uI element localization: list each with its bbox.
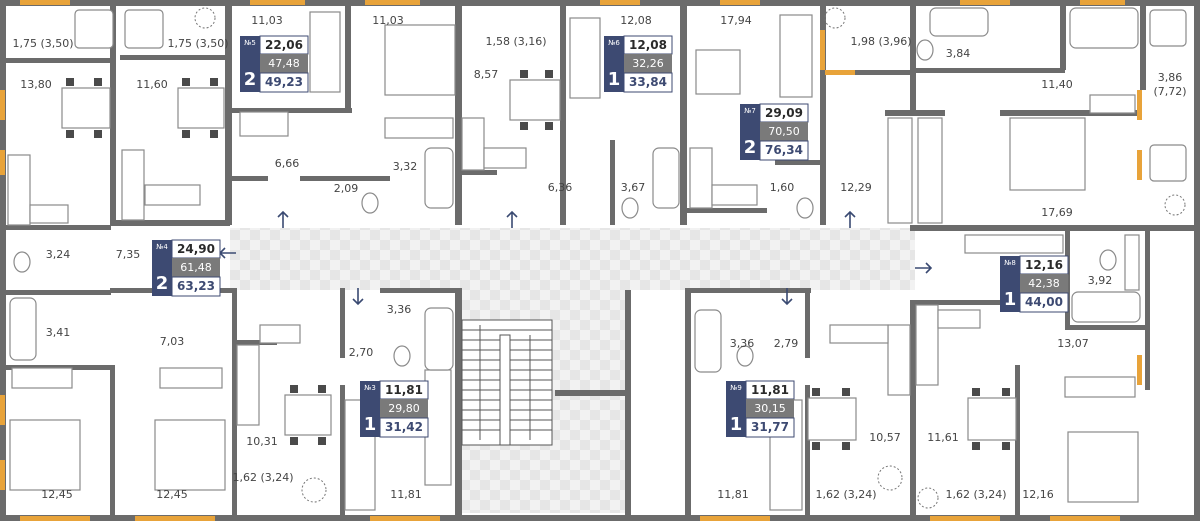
room-r05: 1,58 (3,16) <box>485 35 546 48</box>
apartment-price: 76,34 <box>765 143 803 157</box>
apartment-number: №3 <box>364 384 376 392</box>
room-r12: 13,80 <box>20 78 52 91</box>
room-r29: 3,36 <box>730 337 755 350</box>
apartment-price: 49,23 <box>265 75 303 89</box>
apartment-rooms: 1 <box>608 69 621 90</box>
apartment-price: 31,42 <box>385 420 423 434</box>
apartment-total-area: 30,15 <box>754 402 786 415</box>
room-r24: 3,24 <box>46 248 71 261</box>
room-r01: 1,75 (3,50) <box>12 37 73 50</box>
windows <box>0 0 1142 521</box>
room-r17: 3,32 <box>393 160 418 173</box>
apartment-rooms: 2 <box>156 273 169 294</box>
staircase <box>461 319 553 446</box>
apartment-total-area: 29,80 <box>388 402 420 415</box>
room-r33: 13,07 <box>1057 337 1089 350</box>
apartment-total-area: 70,50 <box>768 125 800 138</box>
room-r25: 7,35 <box>116 248 141 261</box>
room-r21: 1,60 <box>770 181 795 194</box>
room-r16: 6,66 <box>275 157 300 170</box>
apartment-badge-6[interactable]: №6 1 12,08 32,26 33,84 <box>604 35 673 93</box>
room-r09: 3,84 <box>946 47 971 60</box>
room-r40: 12,45 <box>41 488 73 501</box>
room-r15: 11,40 <box>1041 78 1073 91</box>
apartment-price: 33,84 <box>629 75 667 89</box>
apartment-living-area: 29,09 <box>765 106 803 120</box>
apartment-badge-8[interactable]: №8 1 12,16 42,38 44,00 <box>1000 255 1069 313</box>
room-r44: 12,16 <box>1022 488 1054 501</box>
apartment-living-area: 11,81 <box>385 383 423 397</box>
apartment-badge-7[interactable]: №7 2 29,09 70,50 76,34 <box>740 103 809 161</box>
apartment-badge-5[interactable]: №5 2 22,06 47,48 49,23 <box>240 35 309 93</box>
apartment-badge-3[interactable]: №3 1 11,81 29,80 31,42 <box>360 380 429 438</box>
room-r14: 8,57 <box>474 68 499 81</box>
room-r06: 12,08 <box>620 14 652 27</box>
room-r22: 12,29 <box>840 181 872 194</box>
room-r13: 11,60 <box>136 78 168 91</box>
apartment-total-area: 47,48 <box>268 57 300 70</box>
apartment-number: №5 <box>244 39 256 47</box>
room-r26: 3,92 <box>1088 274 1113 287</box>
room-r03: 11,03 <box>251 14 283 27</box>
apartment-living-area: 12,08 <box>629 38 667 52</box>
room-r28: 3,36 <box>387 303 412 316</box>
apartment-number: №7 <box>744 107 756 115</box>
room-r34: 10,31 <box>246 435 278 448</box>
apartment-living-area: 24,90 <box>177 242 215 256</box>
room-r41: 12,45 <box>156 488 188 501</box>
room-r07: 17,94 <box>720 14 752 27</box>
room-r43: 11,81 <box>717 488 749 501</box>
room-labels: 1,75 (3,50) 1,75 (3,50) 11,03 11,03 1,58… <box>12 14 1186 501</box>
apartment-living-area: 11,81 <box>751 383 789 397</box>
apartment-price: 31,77 <box>751 420 789 434</box>
room-r42: 11,81 <box>390 488 422 501</box>
room-r35: 10,57 <box>869 431 901 444</box>
room-r11: (7,72) <box>1153 85 1186 98</box>
room-r38: 1,62 (3,24) <box>815 488 876 501</box>
room-r23: 17,69 <box>1041 206 1073 219</box>
room-r32: 2,70 <box>349 346 374 359</box>
apartment-total-area: 42,38 <box>1028 277 1060 290</box>
room-r27: 3,41 <box>46 326 71 339</box>
apartment-badges: №5 2 22,06 47,48 49,23 №6 1 12,08 32,26 … <box>152 35 1069 438</box>
room-r18: 2,09 <box>334 182 359 195</box>
apartment-price: 44,00 <box>1025 295 1063 309</box>
apartment-number: №8 <box>1004 259 1016 267</box>
apartment-badge-4[interactable]: №4 2 24,90 61,48 63,23 <box>152 239 221 297</box>
apartment-rooms: 1 <box>730 414 743 435</box>
entrance-arrows <box>218 210 933 306</box>
room-r37: 1,62 (3,24) <box>232 471 293 484</box>
room-r02: 1,75 (3,50) <box>167 37 228 50</box>
corridor <box>230 228 915 290</box>
apartment-rooms: 2 <box>744 137 757 158</box>
apartment-badge-9[interactable]: №9 1 11,81 30,15 31,77 <box>726 380 795 438</box>
apartment-rooms: 2 <box>244 69 257 90</box>
apartment-total-area: 32,26 <box>632 57 664 70</box>
room-r10: 3,86 <box>1158 71 1183 84</box>
room-r04: 11,03 <box>372 14 404 27</box>
room-r20: 3,67 <box>621 181 646 194</box>
apartment-living-area: 22,06 <box>265 38 303 52</box>
apartment-price: 63,23 <box>177 279 215 293</box>
room-r30: 2,79 <box>774 337 799 350</box>
furniture <box>7 7 1187 511</box>
room-r08: 1,98 (3,96) <box>850 35 911 48</box>
room-r36: 11,61 <box>927 431 959 444</box>
apartment-number: №4 <box>156 243 168 251</box>
apartment-rooms: 1 <box>364 414 377 435</box>
apartment-number: №9 <box>730 384 742 392</box>
apartment-living-area: 12,16 <box>1025 258 1063 272</box>
apartment-number: №6 <box>608 39 620 47</box>
apartment-rooms: 1 <box>1004 289 1017 310</box>
room-r39: 1,62 (3,24) <box>945 488 1006 501</box>
room-r19: 6,36 <box>548 181 573 194</box>
room-r31: 7,03 <box>160 335 185 348</box>
apartment-total-area: 61,48 <box>180 261 212 274</box>
